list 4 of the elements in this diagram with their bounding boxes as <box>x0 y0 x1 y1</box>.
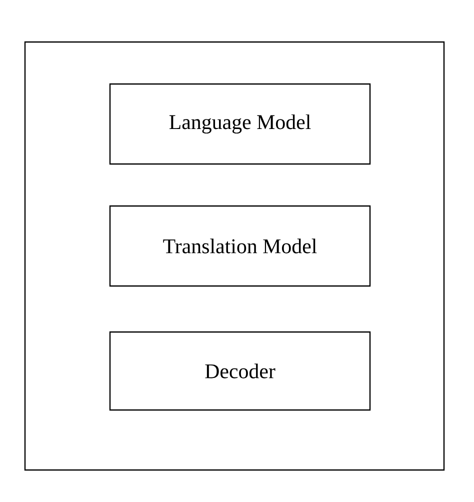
model-box: Decoder <box>109 331 371 411</box>
frame-box <box>24 41 445 471</box>
model-box: Language Model <box>109 83 371 165</box>
model-box: Translation Model <box>109 205 371 287</box>
